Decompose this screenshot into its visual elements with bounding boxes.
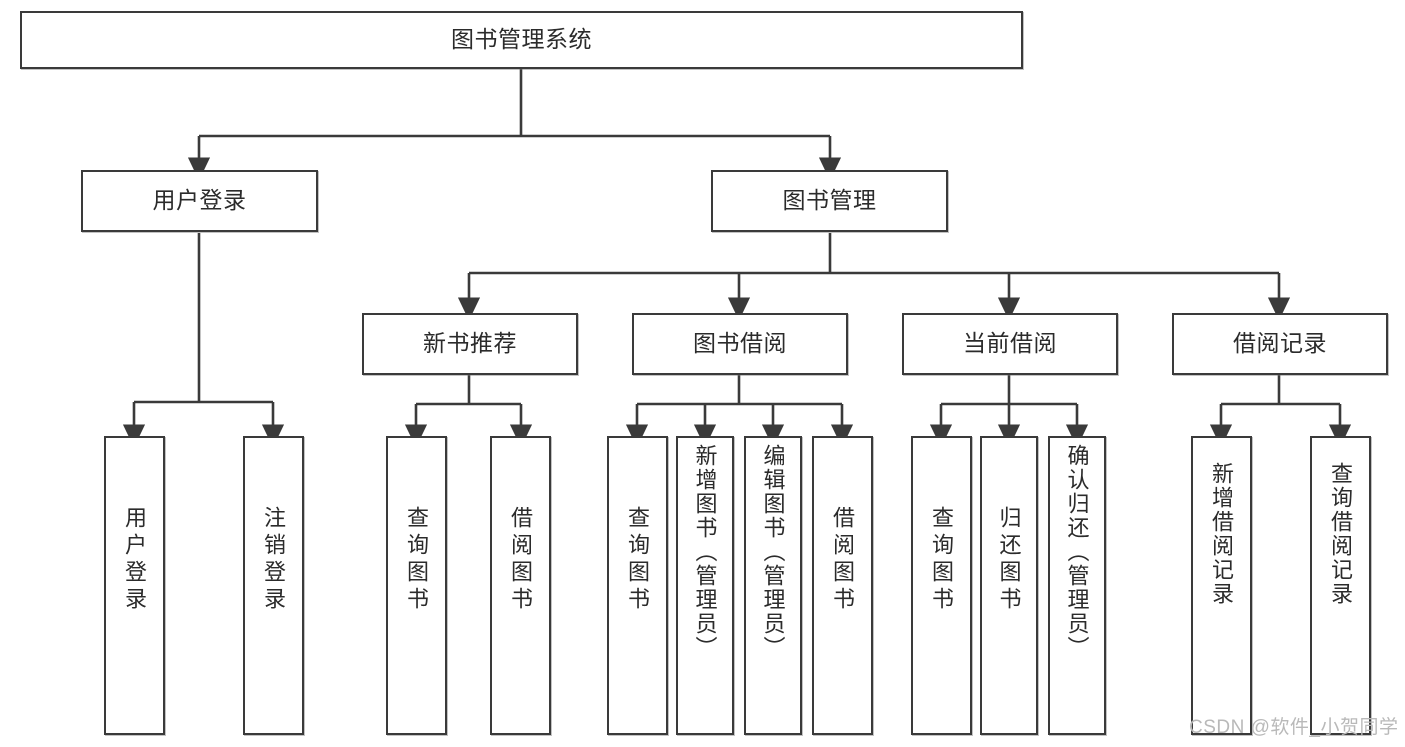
node-book-borrowing[interactable]: 图书借阅 <box>632 313 848 375</box>
node-label: 确认归还（管理员） <box>1064 444 1090 660</box>
node-current-borrowing[interactable]: 当前借阅 <box>902 313 1118 375</box>
node-label: 归还图书 <box>996 506 1022 614</box>
leaf-records-add-record[interactable]: 新增借阅记录 <box>1191 436 1252 735</box>
node-label: 借阅图书 <box>830 506 856 614</box>
node-label: 查询图书 <box>404 506 430 614</box>
leaf-records-query-record[interactable]: 查询借阅记录 <box>1310 436 1371 735</box>
node-label: 当前借阅 <box>963 330 1057 357</box>
node-book-management[interactable]: 图书管理 <box>711 170 948 232</box>
node-borrowing-records[interactable]: 借阅记录 <box>1172 313 1388 375</box>
node-label: 用户登录 <box>152 187 247 214</box>
node-label: 借阅记录 <box>1233 330 1327 357</box>
node-label: 查询借阅记录 <box>1328 462 1354 606</box>
node-label: 新增借阅记录 <box>1209 462 1235 606</box>
leaf-current-query-books[interactable]: 查询图书 <box>911 436 972 735</box>
leaf-newbook-borrow-books[interactable]: 借阅图书 <box>490 436 551 735</box>
leaf-logout[interactable]: 注销登录 <box>243 436 304 735</box>
node-new-book-recommendation[interactable]: 新书推荐 <box>362 313 578 375</box>
leaf-current-return-books[interactable]: 归还图书 <box>980 436 1038 735</box>
node-label: 查询图书 <box>625 506 651 614</box>
node-root-book-management-system[interactable]: 图书管理系统 <box>20 11 1023 69</box>
node-label: 图书管理系统 <box>451 26 592 53</box>
node-user-login[interactable]: 用户登录 <box>81 170 318 232</box>
node-label: 查询图书 <box>929 506 955 614</box>
csdn-watermark: CSDN @软件_小贺同学 <box>1189 717 1399 738</box>
leaf-borrow-borrow-books[interactable]: 借阅图书 <box>812 436 873 735</box>
leaf-current-confirm-return-admin[interactable]: 确认归还（管理员） <box>1048 436 1106 735</box>
node-label: 借阅图书 <box>508 506 534 614</box>
node-label: 注销登录 <box>261 506 287 614</box>
leaf-borrow-edit-book-admin[interactable]: 编辑图书（管理员） <box>744 436 802 735</box>
leaf-newbook-query-books[interactable]: 查询图书 <box>386 436 447 735</box>
node-label: 图书管理 <box>782 187 877 214</box>
leaf-borrow-add-book-admin[interactable]: 新增图书（管理员） <box>676 436 734 735</box>
node-label: 图书借阅 <box>693 330 787 357</box>
leaf-user-login[interactable]: 用户登录 <box>104 436 165 735</box>
leaf-borrow-query-books[interactable]: 查询图书 <box>607 436 668 735</box>
node-label: 用户登录 <box>122 506 148 614</box>
node-label: 新增图书（管理员） <box>692 444 718 660</box>
node-label: 新书推荐 <box>423 330 517 357</box>
node-label: 编辑图书（管理员） <box>760 444 786 660</box>
